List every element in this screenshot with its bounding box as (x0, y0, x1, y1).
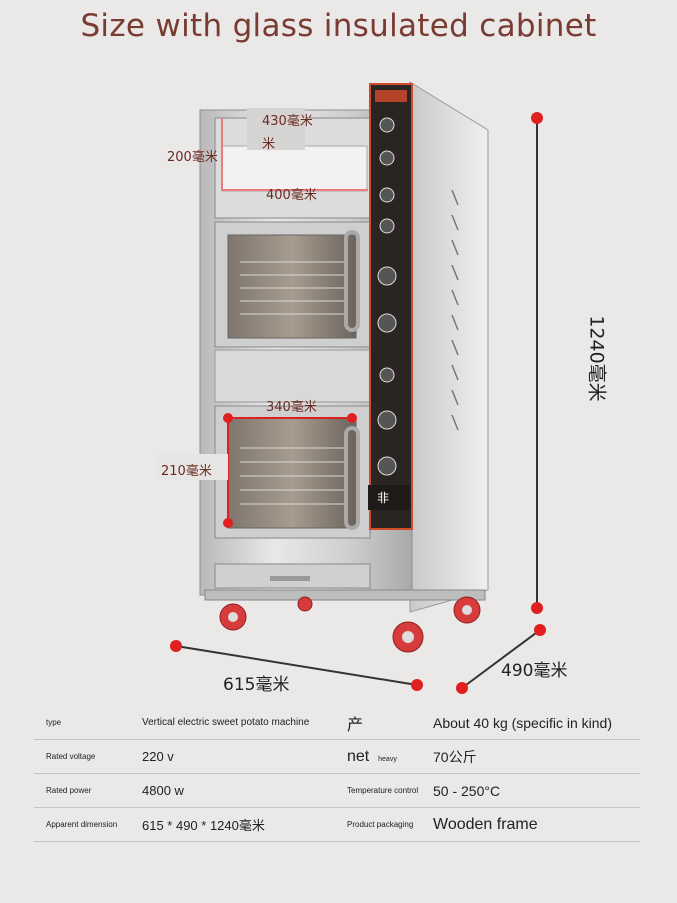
panel-badge-box (368, 485, 410, 510)
spec-key-2: 产 (347, 706, 433, 740)
base-width-label: 615毫米 (223, 675, 290, 695)
page-title: Size with glass insulated cabinet (80, 8, 597, 44)
spec-key-2: Temperature control (347, 773, 433, 808)
spec-key-2: Product packaging (347, 807, 433, 842)
spec-key-2: net heavy (347, 739, 433, 774)
lower-racks (240, 447, 345, 505)
spec-row: Rated power 4800 w Temperature control 5… (34, 773, 640, 808)
spec-row: type Vertical electric sweet potato mach… (34, 706, 640, 740)
top-depth-label: 400毫米 (266, 188, 317, 203)
measure-lines (221, 118, 368, 523)
casters (219, 596, 481, 653)
spec-value-2: Wooden frame (433, 807, 640, 842)
spec-key: Apparent dimension (34, 807, 142, 842)
drawer-width-label: 340毫米 (266, 400, 317, 415)
top-width-label-cont: 米 (262, 137, 276, 152)
spec-value-2: About 40 kg (specific in kind) (433, 706, 640, 740)
control-knobs (377, 117, 397, 476)
spec-value: Vertical electric sweet potato machine (142, 706, 347, 740)
total-height-label: 1240毫米 (585, 315, 608, 402)
base-depth-label: 490毫米 (501, 661, 568, 681)
spec-row: Rated voltage 220 v net heavy 70公斤 (34, 739, 640, 774)
spec-key: Rated power (34, 773, 142, 808)
top-width-label: 430毫米 (262, 114, 313, 129)
spec-value: 4800 w (142, 773, 347, 808)
side-vents (451, 189, 459, 431)
spec-key: Rated voltage (34, 739, 142, 774)
upper-racks (240, 261, 345, 315)
spec-table: type Vertical electric sweet potato mach… (34, 706, 640, 842)
top-width-label-bg (247, 108, 305, 150)
spec-key-2-main: net (347, 747, 370, 765)
spec-value: 615 * 490 * 1240毫米 (142, 807, 347, 842)
top-height-label: 200毫米 (167, 150, 218, 165)
drawer-height-label-bg (156, 454, 228, 480)
drawer-height-label: 210毫米 (161, 464, 212, 479)
spec-value: 220 v (142, 739, 347, 774)
spec-value-2: 70公斤 (433, 739, 640, 774)
upper-handle (344, 230, 360, 332)
spec-key-2-sub: heavy (378, 755, 397, 763)
panel-badge: 非 (377, 491, 390, 505)
measure-dots (170, 112, 546, 694)
spec-row: Apparent dimension 615 * 490 * 1240毫米 Pr… (34, 807, 640, 842)
spec-value-2: 50 - 250°C (433, 773, 640, 808)
spec-key: type (34, 706, 142, 740)
lower-handle (344, 426, 360, 530)
side-panel (409, 81, 489, 613)
